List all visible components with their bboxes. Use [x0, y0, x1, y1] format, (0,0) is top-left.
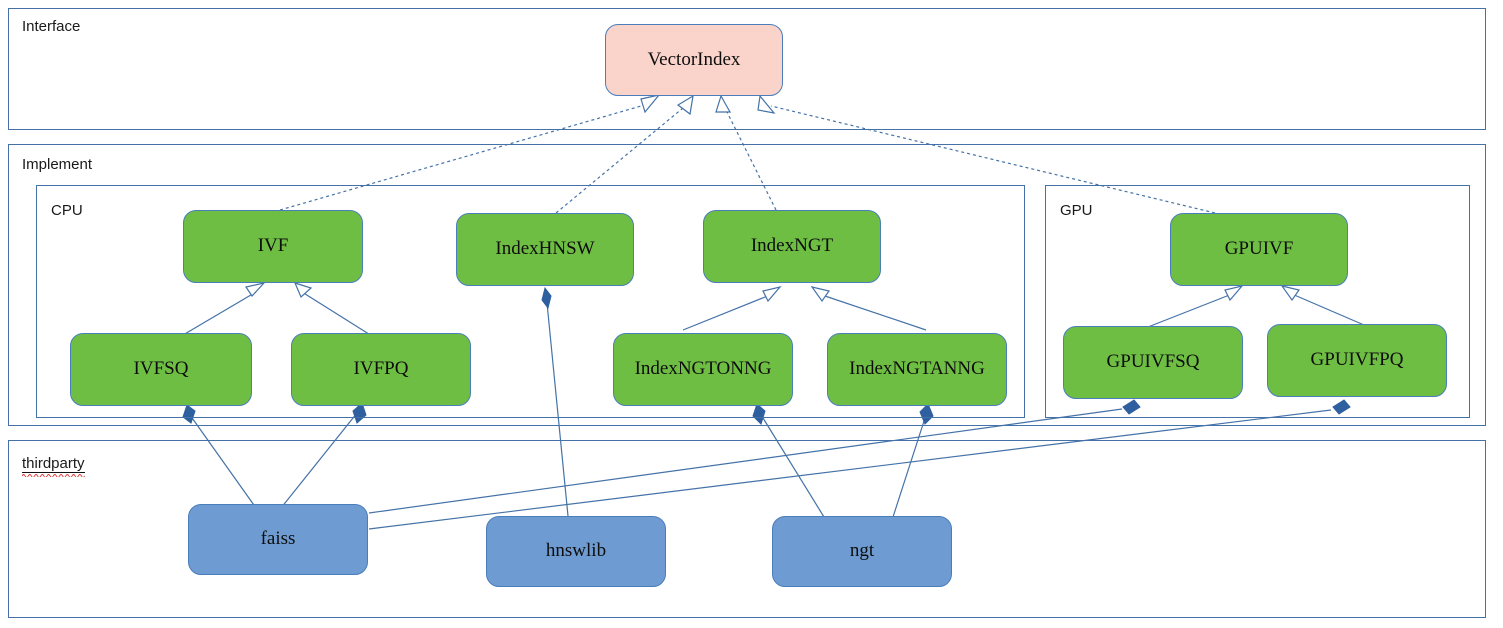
spellcheck-squiggle-icon: [22, 474, 85, 477]
node-hnswlib[interactable]: hnswlib: [486, 516, 666, 587]
node-indexngt[interactable]: IndexNGT: [703, 210, 881, 283]
node-ngt[interactable]: ngt: [772, 516, 952, 587]
group-interface: [8, 8, 1486, 130]
group-gpu: [1045, 185, 1470, 418]
group-gpu-label: GPU: [1060, 202, 1093, 219]
group-implement: [8, 144, 1486, 426]
node-ivfsq[interactable]: IVFSQ: [70, 333, 252, 406]
node-ivf[interactable]: IVF: [183, 210, 363, 283]
group-thirdparty-label: thirdparty: [22, 455, 85, 477]
node-indexhnsw[interactable]: IndexHNSW: [456, 213, 634, 286]
node-indexngtanng[interactable]: IndexNGTANNG: [827, 333, 1007, 406]
node-gpuivfpq[interactable]: GPUIVFPQ: [1267, 324, 1447, 397]
group-thirdparty: [8, 440, 1486, 618]
group-implement-label: Implement: [22, 156, 93, 173]
node-gpuivfsq[interactable]: GPUIVFSQ: [1063, 326, 1243, 399]
group-thirdparty-label-text: thirdparty: [22, 455, 85, 472]
node-faiss[interactable]: faiss: [188, 504, 368, 575]
node-indexngtonng[interactable]: IndexNGTONNG: [613, 333, 793, 406]
node-vectorindex[interactable]: VectorIndex: [605, 24, 783, 96]
group-interface-label: Interface: [22, 18, 81, 35]
group-cpu-label: CPU: [51, 202, 83, 219]
node-ivfpq[interactable]: IVFPQ: [291, 333, 471, 406]
node-gpuivf[interactable]: GPUIVF: [1170, 213, 1348, 286]
group-cpu: [36, 185, 1025, 418]
